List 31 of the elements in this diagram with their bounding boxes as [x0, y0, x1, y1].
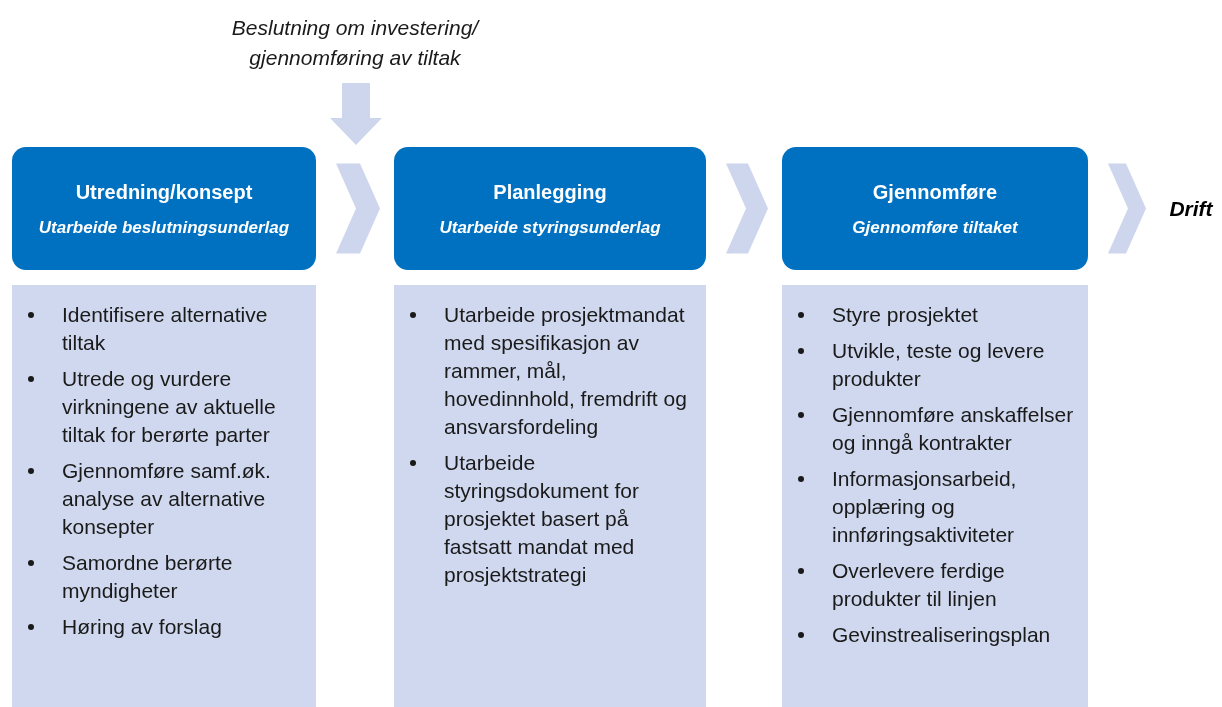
task-text: Overlevere ferdige produkter til linjen: [832, 558, 1006, 612]
task-text: Utvikle, teste og levere produkter: [832, 338, 1046, 392]
task-panel: [12, 285, 316, 707]
task-text: Gjennomføre samf.øk. analyse av alternative konsepter: [62, 458, 272, 540]
task-text: Informasjonsarbeid, opplæring og innføringsaktiviteter: [832, 466, 1018, 548]
phase-subtitle: Utarbeide styringsunderlag: [439, 216, 661, 239]
task-panel: [394, 285, 706, 707]
task-text: Styre prosjektet: [832, 302, 978, 328]
block-arrow: [330, 83, 382, 145]
task-text: Gjennomføre anskaffelser og inngå kontrakter: [832, 402, 1075, 456]
decision-note: Beslutning om investering/ gjennomføring av tiltak: [230, 15, 481, 71]
task-text: Identifisere alternative tiltak: [62, 302, 269, 356]
phase-title: Gjennomføre: [872, 179, 998, 205]
block-arrow: [1108, 163, 1146, 254]
phase-subtitle: Utarbeide beslutningsunderlag: [38, 216, 290, 239]
phase-subtitle: Gjennomføre tiltaket: [852, 216, 1018, 239]
phase-box: [12, 147, 316, 270]
task-text: Utarbeide prosjektmandat med spesifikasjon av rammer, mål, hovedinnhold, fremdrift og ansvarsfordeling: [444, 302, 688, 440]
block-arrow: [726, 163, 768, 254]
task-text: Utarbeide styringsdokument for prosjektet basert på fastsatt mandat med prosjektstrategi: [444, 450, 640, 588]
task-text: Utrede og vurdere virkningene av aktuelle tiltak for berørte parter: [62, 366, 277, 448]
task-text: Gevinstrealiseringsplan: [832, 622, 1051, 648]
block-arrow: [336, 163, 380, 254]
phase-box: [782, 147, 1088, 270]
task-text: Samordne berørte myndigheter: [62, 550, 234, 604]
phase-label: Drift: [1169, 196, 1213, 223]
task-panel: [782, 285, 1088, 707]
phase-title: Utredning/konsept: [75, 179, 253, 205]
phase-title: Planlegging: [493, 179, 607, 205]
phase-box: [394, 147, 706, 270]
task-text: Høring av forslag: [62, 614, 222, 640]
